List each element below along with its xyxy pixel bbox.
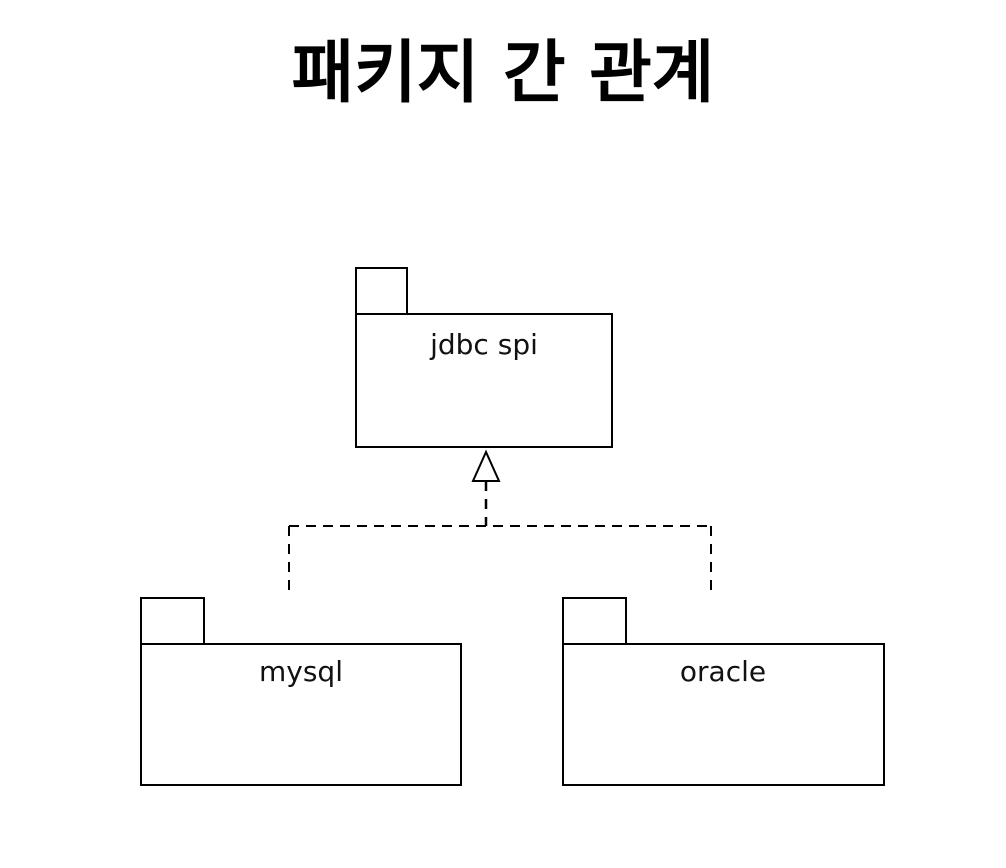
package-mysql: mysql (140, 597, 462, 786)
package-jdbc-spi-body (355, 313, 613, 448)
page-title: 패키지 간 관계 (291, 34, 715, 113)
package-oracle-tab (562, 597, 627, 645)
package-jdbc-spi-label: jdbc spi (429, 328, 538, 361)
hollow-triangle-arrowhead (471, 449, 501, 482)
package-jdbc-spi: jdbc spi (355, 267, 613, 448)
package-oracle-label: oracle (680, 655, 766, 688)
package-mysql-body (140, 643, 462, 786)
package-mysql-label: mysql (259, 655, 343, 688)
package-oracle: oracle (562, 597, 885, 786)
realization-connector (288, 449, 712, 598)
package-oracle-body (562, 643, 885, 786)
package-mysql-tab (140, 597, 205, 645)
package-jdbc-spi-tab (355, 267, 408, 315)
